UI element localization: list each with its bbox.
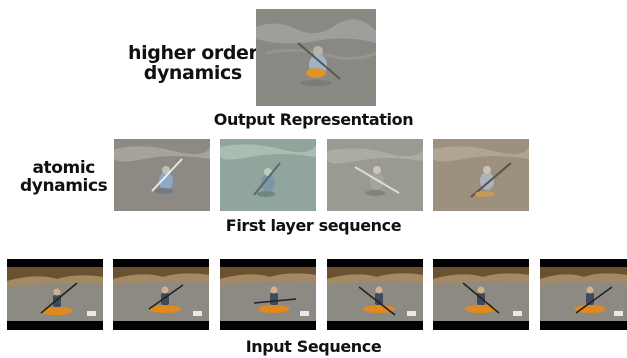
output-representation-caption: Output Representation — [213, 110, 414, 129]
output-representation-frame — [256, 9, 376, 106]
first-layer-frame — [327, 139, 423, 211]
atomic-dynamics-label: atomic dynamics — [20, 158, 108, 196]
higher-order-dynamics-label: higher order dynamics — [128, 42, 258, 84]
first-layer-sequence-caption: First layer sequence — [225, 216, 402, 235]
atomic-line2: dynamics — [20, 175, 108, 196]
first-layer-frame — [114, 139, 210, 211]
first-layer-frame — [433, 139, 529, 211]
higher-order-line1: higher order — [128, 42, 258, 64]
first-layer-frame — [220, 139, 316, 211]
input-frame — [433, 259, 529, 330]
input-frame — [220, 259, 316, 330]
input-frame — [327, 259, 423, 330]
input-frame — [113, 259, 209, 330]
input-frame — [540, 259, 627, 330]
input-frame — [7, 259, 103, 330]
higher-order-line2: dynamics — [143, 61, 242, 84]
atomic-line1: atomic — [32, 158, 95, 178]
input-sequence-caption: Input Sequence — [245, 337, 382, 356]
